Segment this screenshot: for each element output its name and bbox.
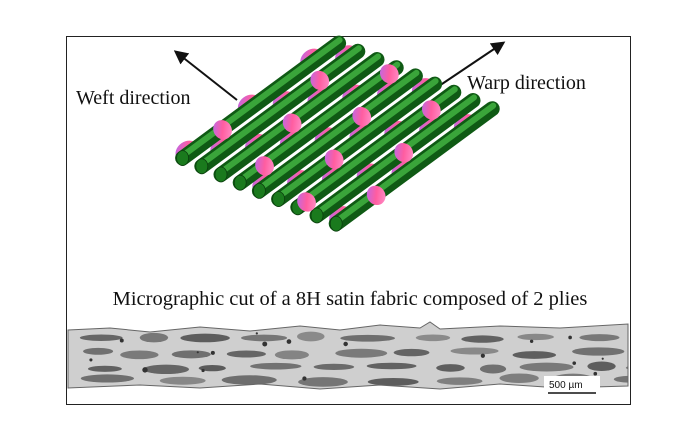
weft-tow-float — [366, 185, 386, 206]
weft-direction-arrow — [173, 50, 238, 101]
fiber-tow-section — [436, 364, 465, 372]
fiber-tow-section — [579, 334, 620, 342]
fiber-tow-section — [274, 350, 309, 360]
fiber-tow-section — [297, 331, 325, 342]
micrograph-void — [142, 367, 148, 373]
micrograph-void — [480, 353, 485, 358]
fiber-tow-section — [436, 377, 483, 385]
fiber-tow-section — [159, 376, 206, 385]
fiber-tow-section — [625, 364, 628, 371]
weft-tow-float — [282, 113, 302, 133]
scale-bar-label: 500 µm — [549, 380, 583, 391]
warp-tow-end — [329, 215, 343, 232]
warp-tow-highlight — [219, 53, 381, 175]
fiber-tow-section — [198, 364, 226, 372]
fiber-tow-section — [240, 334, 288, 342]
fiber-tow-section — [613, 375, 628, 383]
fiber-tow-section — [479, 364, 507, 374]
weft-direction-label: Weft direction — [76, 87, 191, 109]
micrograph-void — [262, 341, 268, 347]
warp-tow-end — [233, 174, 247, 191]
micrograph-void — [255, 332, 258, 335]
fiber-tow-section — [393, 348, 430, 357]
micrograph-void — [572, 361, 577, 365]
weft-tow-float — [380, 64, 399, 84]
warp-tow-end — [272, 191, 286, 208]
micrograph-void — [89, 358, 93, 362]
micrograph-void — [601, 357, 604, 360]
satin-weave-model — [175, 35, 500, 232]
warp-tow-end — [310, 207, 324, 224]
micrograph-void — [529, 339, 534, 343]
weft-tow-float — [324, 149, 344, 169]
fiber-tow-section — [79, 334, 123, 342]
warp-tow-highlight — [257, 69, 420, 191]
micrograph-strip — [67, 321, 629, 390]
weft-tow-float — [394, 142, 414, 163]
micrograph-void — [119, 338, 124, 343]
fiber-tow-section — [517, 333, 554, 341]
fiber-tow-section — [221, 375, 277, 385]
micrograph-void — [201, 368, 205, 373]
fiber-tow-section — [366, 362, 417, 370]
warp-tow-highlight — [334, 102, 497, 224]
warp-tow-highlight — [199, 45, 362, 167]
fiber-tow-section — [450, 347, 499, 355]
fiber-tow-section — [313, 363, 355, 371]
fiber-tow-section — [139, 332, 169, 343]
micrograph-void — [196, 351, 199, 354]
fiber-tow-section — [226, 350, 266, 358]
fiber-tow-section — [415, 334, 451, 342]
weft-tow-float — [255, 156, 274, 176]
fiber-tow-section — [340, 334, 395, 342]
fiber-tow-section — [587, 361, 616, 372]
fiber-tow-section — [250, 362, 302, 370]
fiber-tow-section — [519, 362, 574, 372]
weft-tow-float — [352, 106, 372, 127]
micrograph-caption: Micrographic cut of a 8H satin fabric co… — [112, 288, 588, 310]
fiber-tow-section — [143, 364, 190, 375]
micrograph-void — [302, 376, 307, 381]
fiber-tow-section — [367, 378, 419, 386]
weft-tow-float — [310, 70, 330, 91]
fiber-tow-section — [298, 377, 348, 387]
weft-tow-float — [213, 120, 232, 140]
fiber-tow-section — [572, 347, 625, 356]
warp-tow-end — [252, 182, 266, 199]
fiber-tow-section — [335, 348, 388, 358]
weft-tow-float — [297, 192, 316, 212]
warp-direction-arrow — [435, 41, 506, 89]
micrograph-void — [593, 371, 598, 376]
micrograph-void — [210, 350, 215, 355]
micrograph-void — [343, 341, 348, 347]
warp-tow-end — [214, 166, 228, 183]
fiber-tow-section — [83, 347, 114, 355]
warp-tow-highlight — [276, 78, 439, 200]
warp-tow-highlight — [180, 37, 343, 159]
micrograph-void — [286, 339, 292, 344]
fiber-tow-section — [120, 350, 159, 360]
warp-direction-label: Warp direction — [467, 72, 586, 94]
fiber-tow-section — [461, 335, 504, 343]
scale-bar-background — [544, 376, 600, 396]
fiber-tow-section — [180, 333, 230, 343]
fiber-tow-section — [87, 365, 122, 372]
fiber-tow-section — [512, 351, 557, 359]
fiber-tow-section — [171, 350, 211, 359]
fiber-tow-section — [499, 373, 539, 383]
fiber-tow-section — [80, 374, 134, 383]
micrograph-void — [568, 335, 572, 340]
warp-tow-end — [176, 150, 190, 167]
warp-tow-end — [195, 158, 209, 175]
weft-tow-float — [422, 100, 441, 120]
